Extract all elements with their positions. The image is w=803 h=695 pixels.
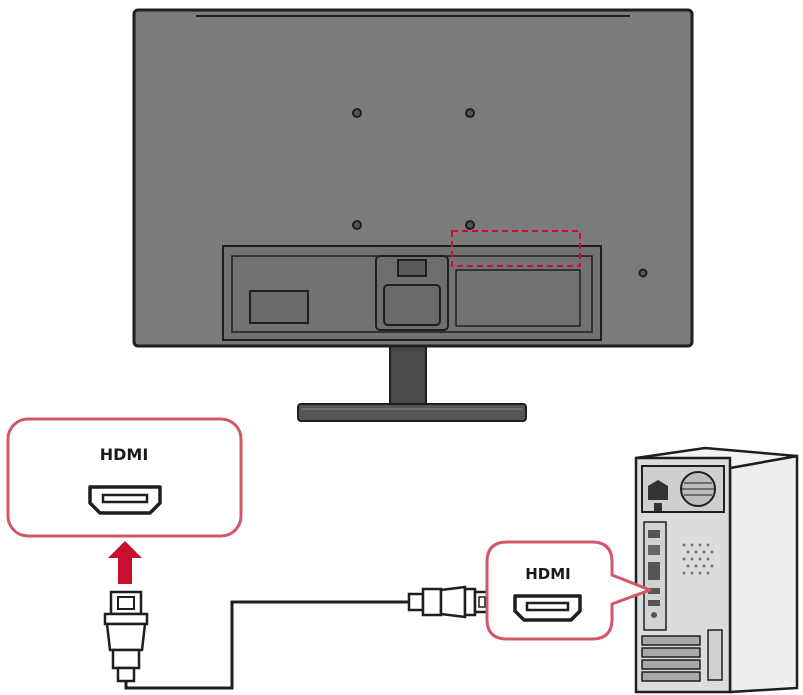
hdmi-plug-icon [407,585,489,619]
hdmi-cable [103,585,489,690]
highlighted-port-area [451,230,581,267]
pc-hdmi-callout: HDMI [485,540,652,641]
hdmi-port-icon [88,485,162,515]
monitor-port-block [249,290,309,324]
arrow-up-icon [108,541,142,584]
monitor [132,8,694,422]
monitor-hdmi-callout: HDMI [6,417,243,538]
monitor-hdmi-label: HDMI [100,445,149,464]
hdmi-port-icon [513,594,582,622]
pc-hdmi-label: HDMI [525,565,571,583]
pc-tower [634,446,799,694]
hdmi-plug-icon [103,590,149,683]
vesa-holes [352,108,475,230]
monitor-stand-base [297,403,527,422]
